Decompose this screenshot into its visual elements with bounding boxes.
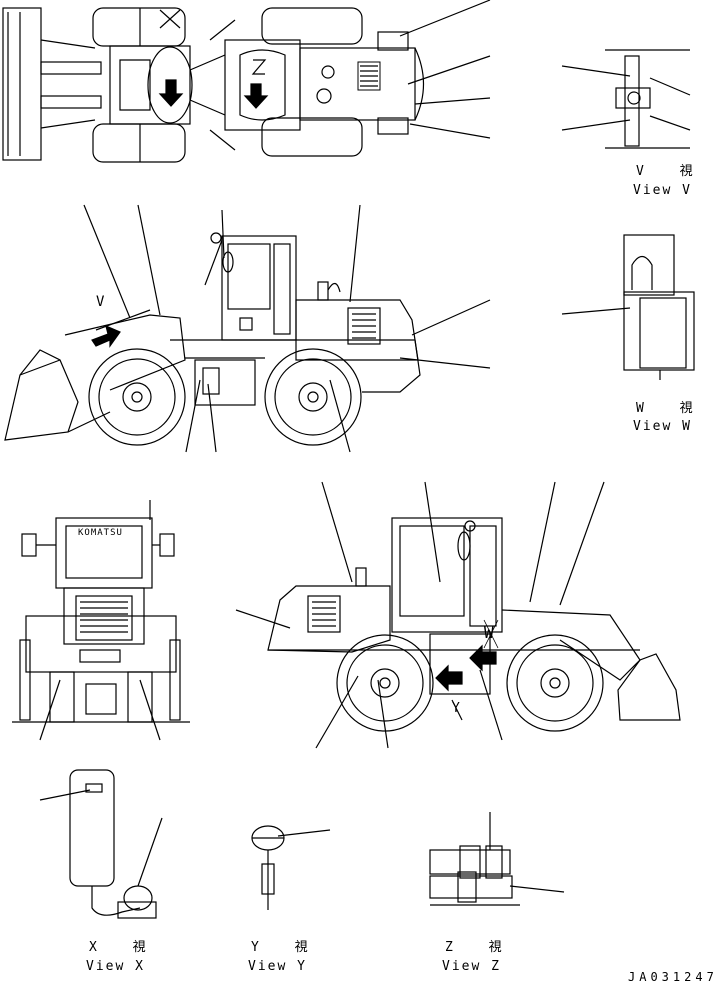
rear-tire-bottom	[261, 117, 363, 157]
arrow-left-x	[91, 324, 121, 348]
brand-label: KOMATSU	[78, 528, 123, 538]
view-x-jp-label: X 視	[89, 940, 160, 955]
marker-y: Y	[452, 701, 462, 716]
view-w-jp-label: W 視	[636, 401, 707, 416]
view-v-detail	[561, 49, 691, 149]
mirror-right	[159, 533, 175, 557]
bucket-plan	[2, 7, 42, 161]
view-x-en-label: View X	[86, 959, 145, 974]
engine-hood-side	[295, 299, 419, 361]
bucket-right	[617, 653, 681, 721]
view-z-detail	[429, 812, 565, 906]
marker-v: V	[96, 294, 107, 310]
arrow-left-y	[435, 664, 463, 692]
view-w-en-label: View W	[633, 419, 692, 434]
cab-roof	[224, 39, 301, 131]
rear-wheel-side	[264, 348, 362, 446]
cab-roof-panel	[239, 49, 286, 121]
arrow-down-z	[243, 83, 269, 109]
top-plan-view	[2, 0, 491, 163]
view-v-jp-label: V 視	[636, 164, 707, 179]
arrow-left-w	[469, 644, 497, 672]
front-tire-bottom	[92, 123, 186, 163]
engine-hood-plan	[299, 47, 416, 121]
cab-side	[221, 235, 297, 341]
view-w-detail	[561, 234, 695, 380]
view-z-en-label: View Z	[442, 959, 501, 974]
bucket-side	[4, 349, 79, 441]
view-z-jp-label: Z 視	[445, 940, 516, 955]
view-x-detail	[39, 769, 163, 919]
side-view-right	[235, 481, 681, 749]
front-view	[12, 500, 190, 741]
marker-w: W	[484, 623, 496, 642]
cab-right	[391, 517, 503, 633]
radiator-grille	[75, 595, 133, 641]
front-tire-top	[92, 7, 186, 47]
front-hood-oval	[147, 46, 193, 124]
reference-code: JA031247	[628, 970, 717, 984]
front-wheel-side	[88, 348, 186, 446]
rear-tire-top	[261, 7, 363, 45]
battery-box	[69, 769, 115, 887]
arrow-down-x	[158, 79, 184, 107]
view-y-detail	[251, 825, 331, 910]
side-view-left	[4, 204, 491, 453]
view-y-jp-label: Y 視	[251, 940, 322, 955]
view-v-en-label: View V	[633, 183, 692, 198]
view-y-en-label: View Y	[248, 959, 307, 974]
front-wheel-right	[506, 634, 604, 732]
mirror-left	[21, 533, 37, 557]
